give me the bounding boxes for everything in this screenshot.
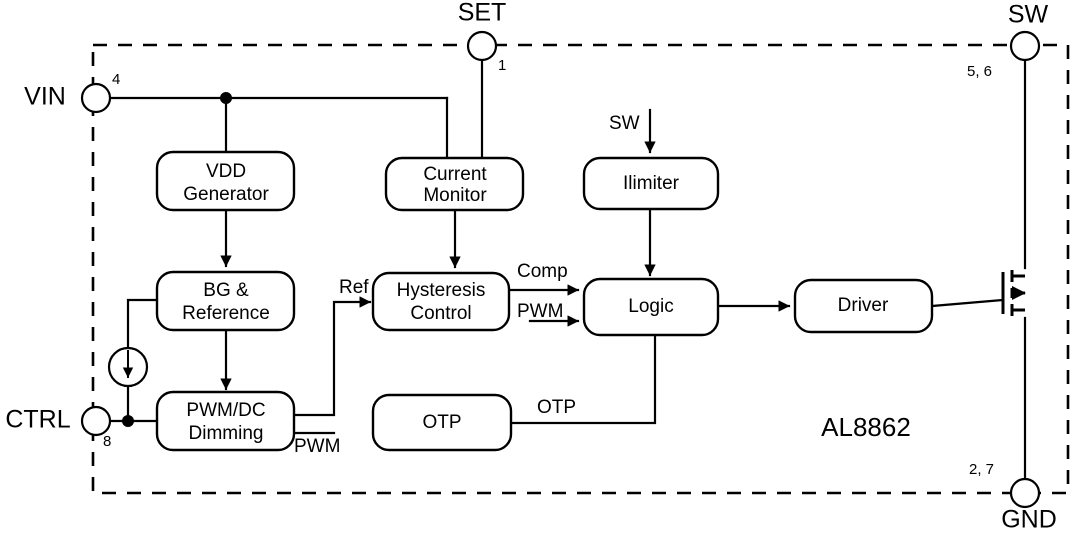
block-otp-label: OTP: [422, 412, 461, 433]
wire-dimming-ref-to-hysteresis: [291, 296, 372, 417]
pin-sw[interactable]: SW 5, 6: [967, 1, 1049, 80]
signal-label-ref: Ref: [339, 277, 369, 298]
block-vdd-generator-rect[interactable]: [155, 150, 296, 212]
pin-ctrl-number: 8: [103, 433, 111, 450]
pin-sw-terminal[interactable]: [1009, 30, 1041, 62]
pin-sw-number: 5, 6: [967, 63, 992, 80]
pin-vin-terminal[interactable]: [80, 82, 112, 114]
signal-label-comp: Comp: [517, 261, 568, 282]
block-logic-rect[interactable]: [582, 277, 720, 337]
pin-gnd-label: GND: [1001, 506, 1057, 534]
block-driver-rect[interactable]: [793, 278, 934, 334]
pin-set-label: SET: [458, 0, 507, 27]
block-logic[interactable]: Logic: [582, 277, 720, 337]
package-boundary: [91, 43, 1070, 495]
block-ilimiter-rect[interactable]: [582, 156, 720, 211]
block-bg-reference-rect[interactable]: [155, 270, 296, 332]
signal-label-pwm-logic: PWM: [517, 301, 563, 322]
block-hysteresis-control-rect[interactable]: [371, 271, 511, 332]
block-driver-label: Driver: [838, 295, 889, 316]
block-otp[interactable]: OTP: [371, 393, 513, 452]
junction-vin: [220, 92, 232, 104]
block-pwm-dc-dimming-line2: Dimming: [189, 423, 264, 444]
block-current-monitor[interactable]: Current Monitor: [384, 156, 525, 212]
block-vdd-generator[interactable]: VDD Generator: [155, 150, 296, 212]
block-vdd-generator-line1: VDD: [206, 161, 246, 182]
current-source-icon: [107, 346, 149, 388]
block-ilimiter[interactable]: Ilimiter: [582, 156, 720, 211]
block-pwm-dc-dimming-rect[interactable]: [155, 390, 296, 452]
pin-vin-label: VIN: [24, 83, 66, 111]
part-number-label: AL8862: [821, 412, 911, 442]
block-bg-reference[interactable]: BG & Reference: [155, 270, 296, 332]
pin-set-terminal[interactable]: [466, 30, 498, 62]
pin-gnd-terminal[interactable]: [1009, 477, 1041, 509]
pin-gnd-number: 2, 7: [969, 461, 994, 478]
pin-ctrl-terminal[interactable]: [80, 405, 112, 437]
block-ilimiter-label: Ilimiter: [623, 173, 680, 194]
wire-otp-to-logic: [509, 334, 657, 425]
block-pwm-dc-dimming[interactable]: PWM/DC Dimming: [155, 390, 296, 452]
block-bg-reference-line1: BG &: [203, 280, 249, 301]
pin-vin[interactable]: VIN 4: [24, 71, 120, 114]
pin-ctrl-label: CTRL: [5, 406, 70, 434]
wire-driver-to-mosfet-gate: [930, 298, 1005, 308]
pin-sw-label: SW: [1008, 1, 1049, 29]
junction-ctrl: [122, 415, 134, 427]
power-nmos-icon: [1001, 270, 1026, 316]
signal-label-pwm-dimming: PWM: [294, 436, 340, 457]
block-current-monitor-rect[interactable]: [384, 156, 525, 212]
pin-set-number: 1: [498, 57, 506, 74]
pin-ctrl[interactable]: CTRL 8: [5, 406, 111, 450]
block-otp-rect[interactable]: [371, 393, 513, 452]
block-hysteresis-control-line2: Control: [410, 303, 471, 324]
block-logic-label: Logic: [628, 296, 673, 317]
block-bg-reference-line2: Reference: [182, 303, 270, 324]
pin-set[interactable]: SET 1: [458, 0, 507, 74]
signal-label-sw: SW: [609, 113, 640, 134]
pin-gnd[interactable]: GND 2, 7: [969, 461, 1057, 534]
block-hysteresis-control[interactable]: Hysteresis Control: [371, 271, 511, 332]
block-driver[interactable]: Driver: [793, 278, 934, 334]
pin-vin-number: 4: [112, 71, 120, 88]
block-current-monitor-line2: Monitor: [423, 185, 487, 206]
block-pwm-dc-dimming-line1: PWM/DC: [186, 400, 265, 421]
block-vdd-generator-line2: Generator: [183, 184, 269, 205]
wire-bg-to-current-source: [126, 298, 159, 350]
signal-label-otp: OTP: [537, 397, 576, 418]
block-current-monitor-line1: Current: [423, 164, 487, 185]
block-hysteresis-control-line1: Hysteresis: [397, 280, 486, 301]
